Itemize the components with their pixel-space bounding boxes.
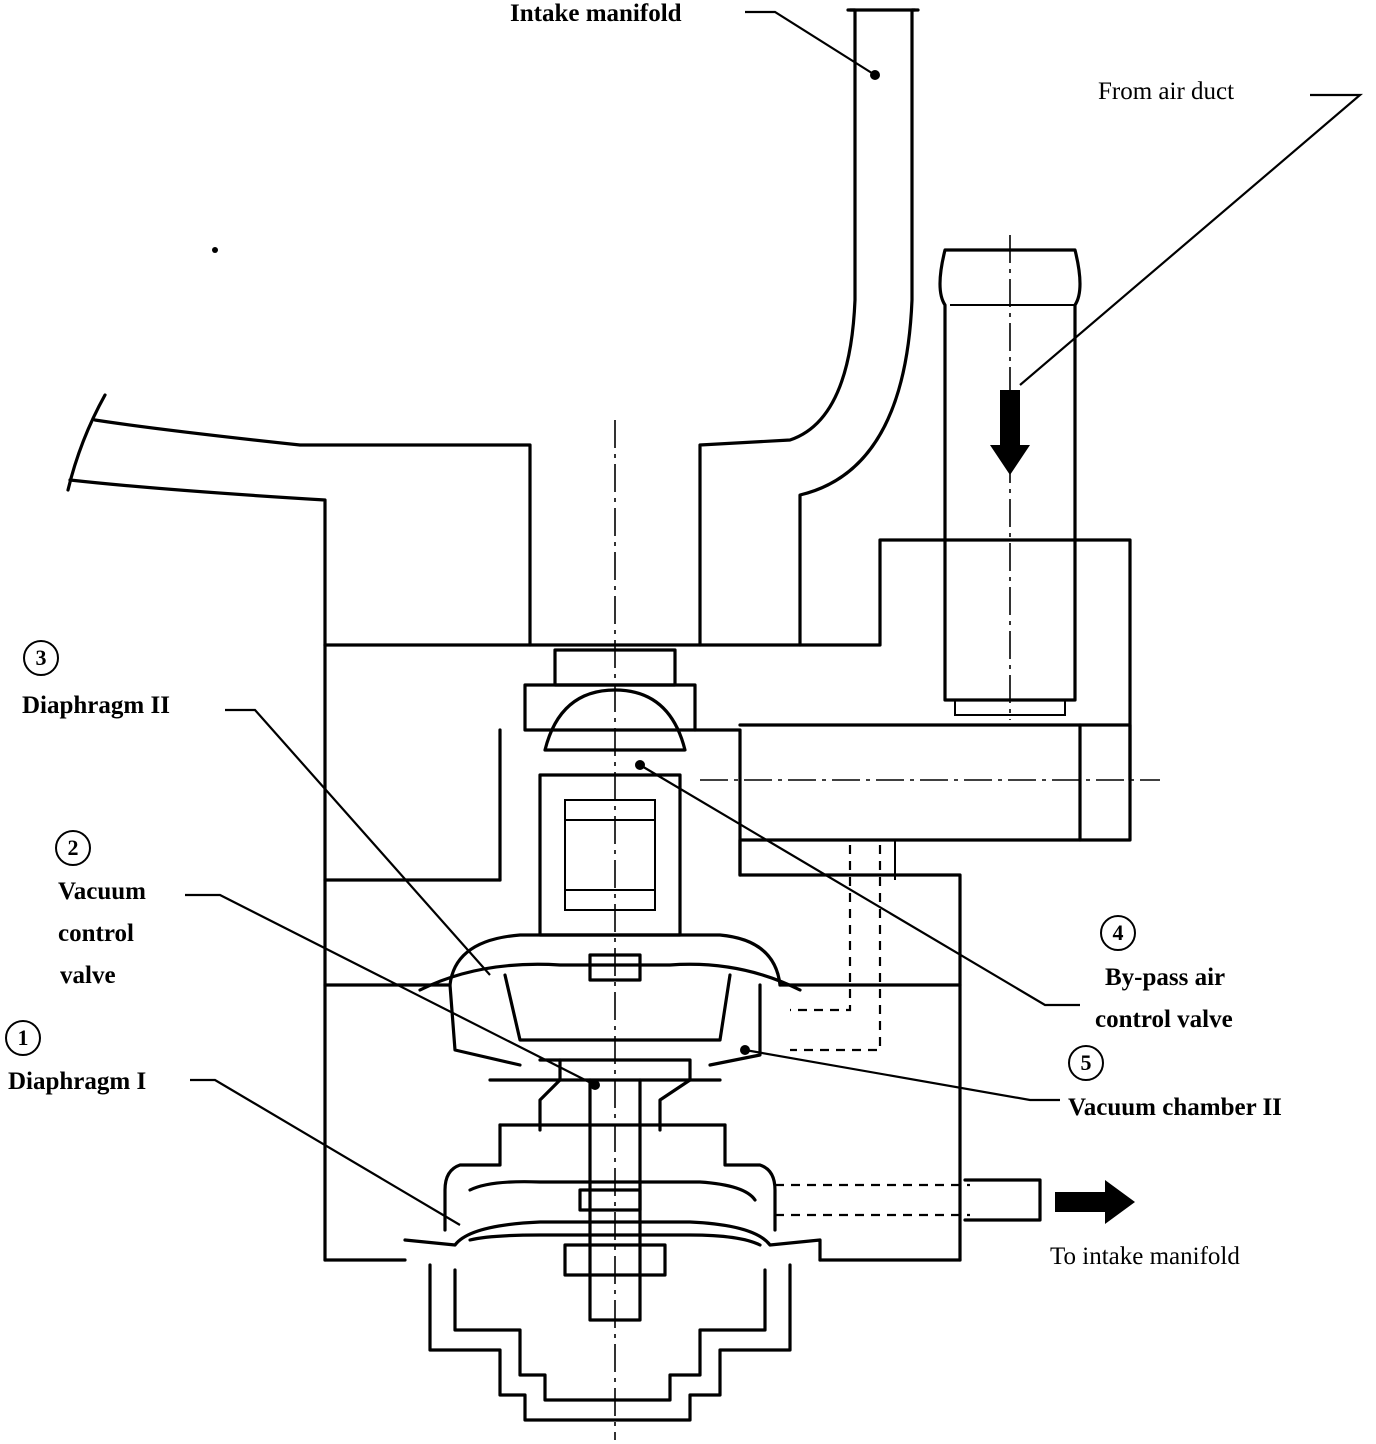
diaphragm-i-assembly [403,1123,822,1422]
label-diaphragm-ii: Diaphragm II [22,692,170,719]
leader-dots [212,70,880,1090]
diaphragm-ii-assembly [418,933,802,1082]
label-from-air-duct: From air duct [1098,78,1235,105]
number-badge-3: 3 [23,640,59,676]
centre-valve-body [498,648,742,937]
label-diaphragm-i: Diaphragm I [8,1068,147,1095]
label-vacuum-control-valve-line2: control [58,920,134,947]
label-intake-manifold-top: Intake manifold [510,0,682,27]
label-bypass-line2: control valve [1095,1006,1233,1033]
label-to-intake-manifold: To intake manifold [1050,1243,1240,1270]
label-bypass-line1: By-pass air [1105,964,1226,991]
number-badge-4: 4 [1100,915,1136,951]
centre-lines [614,235,1160,1440]
outlet-pipe [963,1178,1042,1222]
right-housing [323,723,1132,1262]
upper-housing [66,393,1132,1262]
air-flow-down-arrow [990,390,1030,475]
label-vacuum-control-valve-line1: Vacuum [58,878,146,905]
label-vacuum-control-valve-line3: valve [60,962,116,989]
leader-lines [185,10,1363,1226]
label-vacuum-chamber-ii: Vacuum chamber II [1068,1094,1282,1121]
number-badge-1: 1 [5,1020,41,1056]
flow-arrows [990,390,1135,1224]
air-duct-inlet-pipe [938,248,1082,716]
number-badge-5: 5 [1068,1045,1104,1081]
number-badge-2: 2 [55,830,91,866]
bypass-passage [775,845,970,1217]
intake-manifold-pipe [698,8,920,647]
outlet-flow-arrow [1055,1180,1135,1224]
